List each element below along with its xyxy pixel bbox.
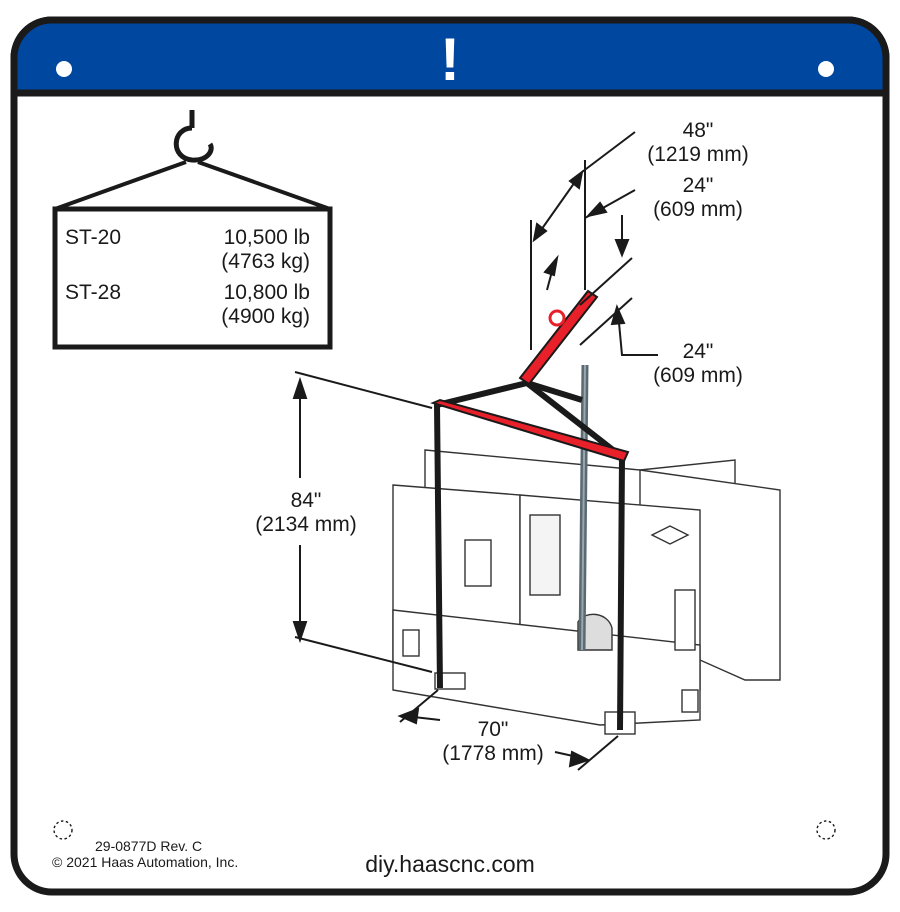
sling-straps — [54, 160, 331, 211]
dimension-70in-label: 70" — [478, 718, 509, 741]
dimension-2134mm-label: (2134 mm) — [255, 513, 357, 536]
crane-hook-icon — [173, 110, 214, 163]
upper-lifting-beam — [518, 289, 599, 386]
capacity-table — [52, 206, 333, 350]
mounting-hole-top-right — [818, 61, 834, 77]
table-weight-lb-st28: 10,800 lb — [224, 281, 310, 304]
lower-lifting-beam — [430, 398, 630, 463]
warning-exclamation-icon: ! — [440, 26, 460, 93]
dimension-width — [397, 689, 619, 771]
mounting-hole-bottom-left — [53, 820, 73, 840]
dimension-48in-label: 48" — [683, 119, 714, 142]
cnc-lathe-illustration — [392, 449, 781, 735]
dimension-height — [292, 371, 433, 673]
dimension-24in-top-label: 24" — [683, 174, 714, 197]
table-model-st20: ST-20 — [65, 226, 121, 249]
part-number: 29-0877D Rev. C — [95, 838, 202, 854]
dimension-609mm-top-label: (609 mm) — [653, 198, 743, 221]
dimension-609mm-lower-label: (609 mm) — [653, 364, 743, 387]
dimension-1778mm-label: (1778 mm) — [442, 742, 544, 765]
mounting-hole-top-left — [56, 61, 72, 77]
mounting-hole-bottom-right — [816, 820, 836, 840]
header-band — [10, 16, 890, 97]
copyright-notice: © 2021 Haas Automation, Inc. — [52, 854, 238, 870]
table-model-st28: ST-28 — [65, 281, 121, 304]
dimension-1219mm-label: (1219 mm) — [647, 143, 749, 166]
website-url: diy.haascnc.com — [365, 851, 535, 877]
dimension-hook-offset — [543, 189, 636, 291]
table-weight-kg-st28: (4900 kg) — [221, 305, 310, 328]
dimension-24in-lower-label: 24" — [683, 340, 714, 363]
dimension-84in-label: 84" — [291, 489, 322, 512]
table-weight-lb-st20: 10,500 lb — [224, 226, 310, 249]
table-weight-kg-st20: (4763 kg) — [221, 250, 310, 273]
dimension-beam-offset — [610, 304, 658, 356]
lifting-eye-icon — [548, 309, 566, 327]
dimension-beam-length — [530, 131, 636, 350]
